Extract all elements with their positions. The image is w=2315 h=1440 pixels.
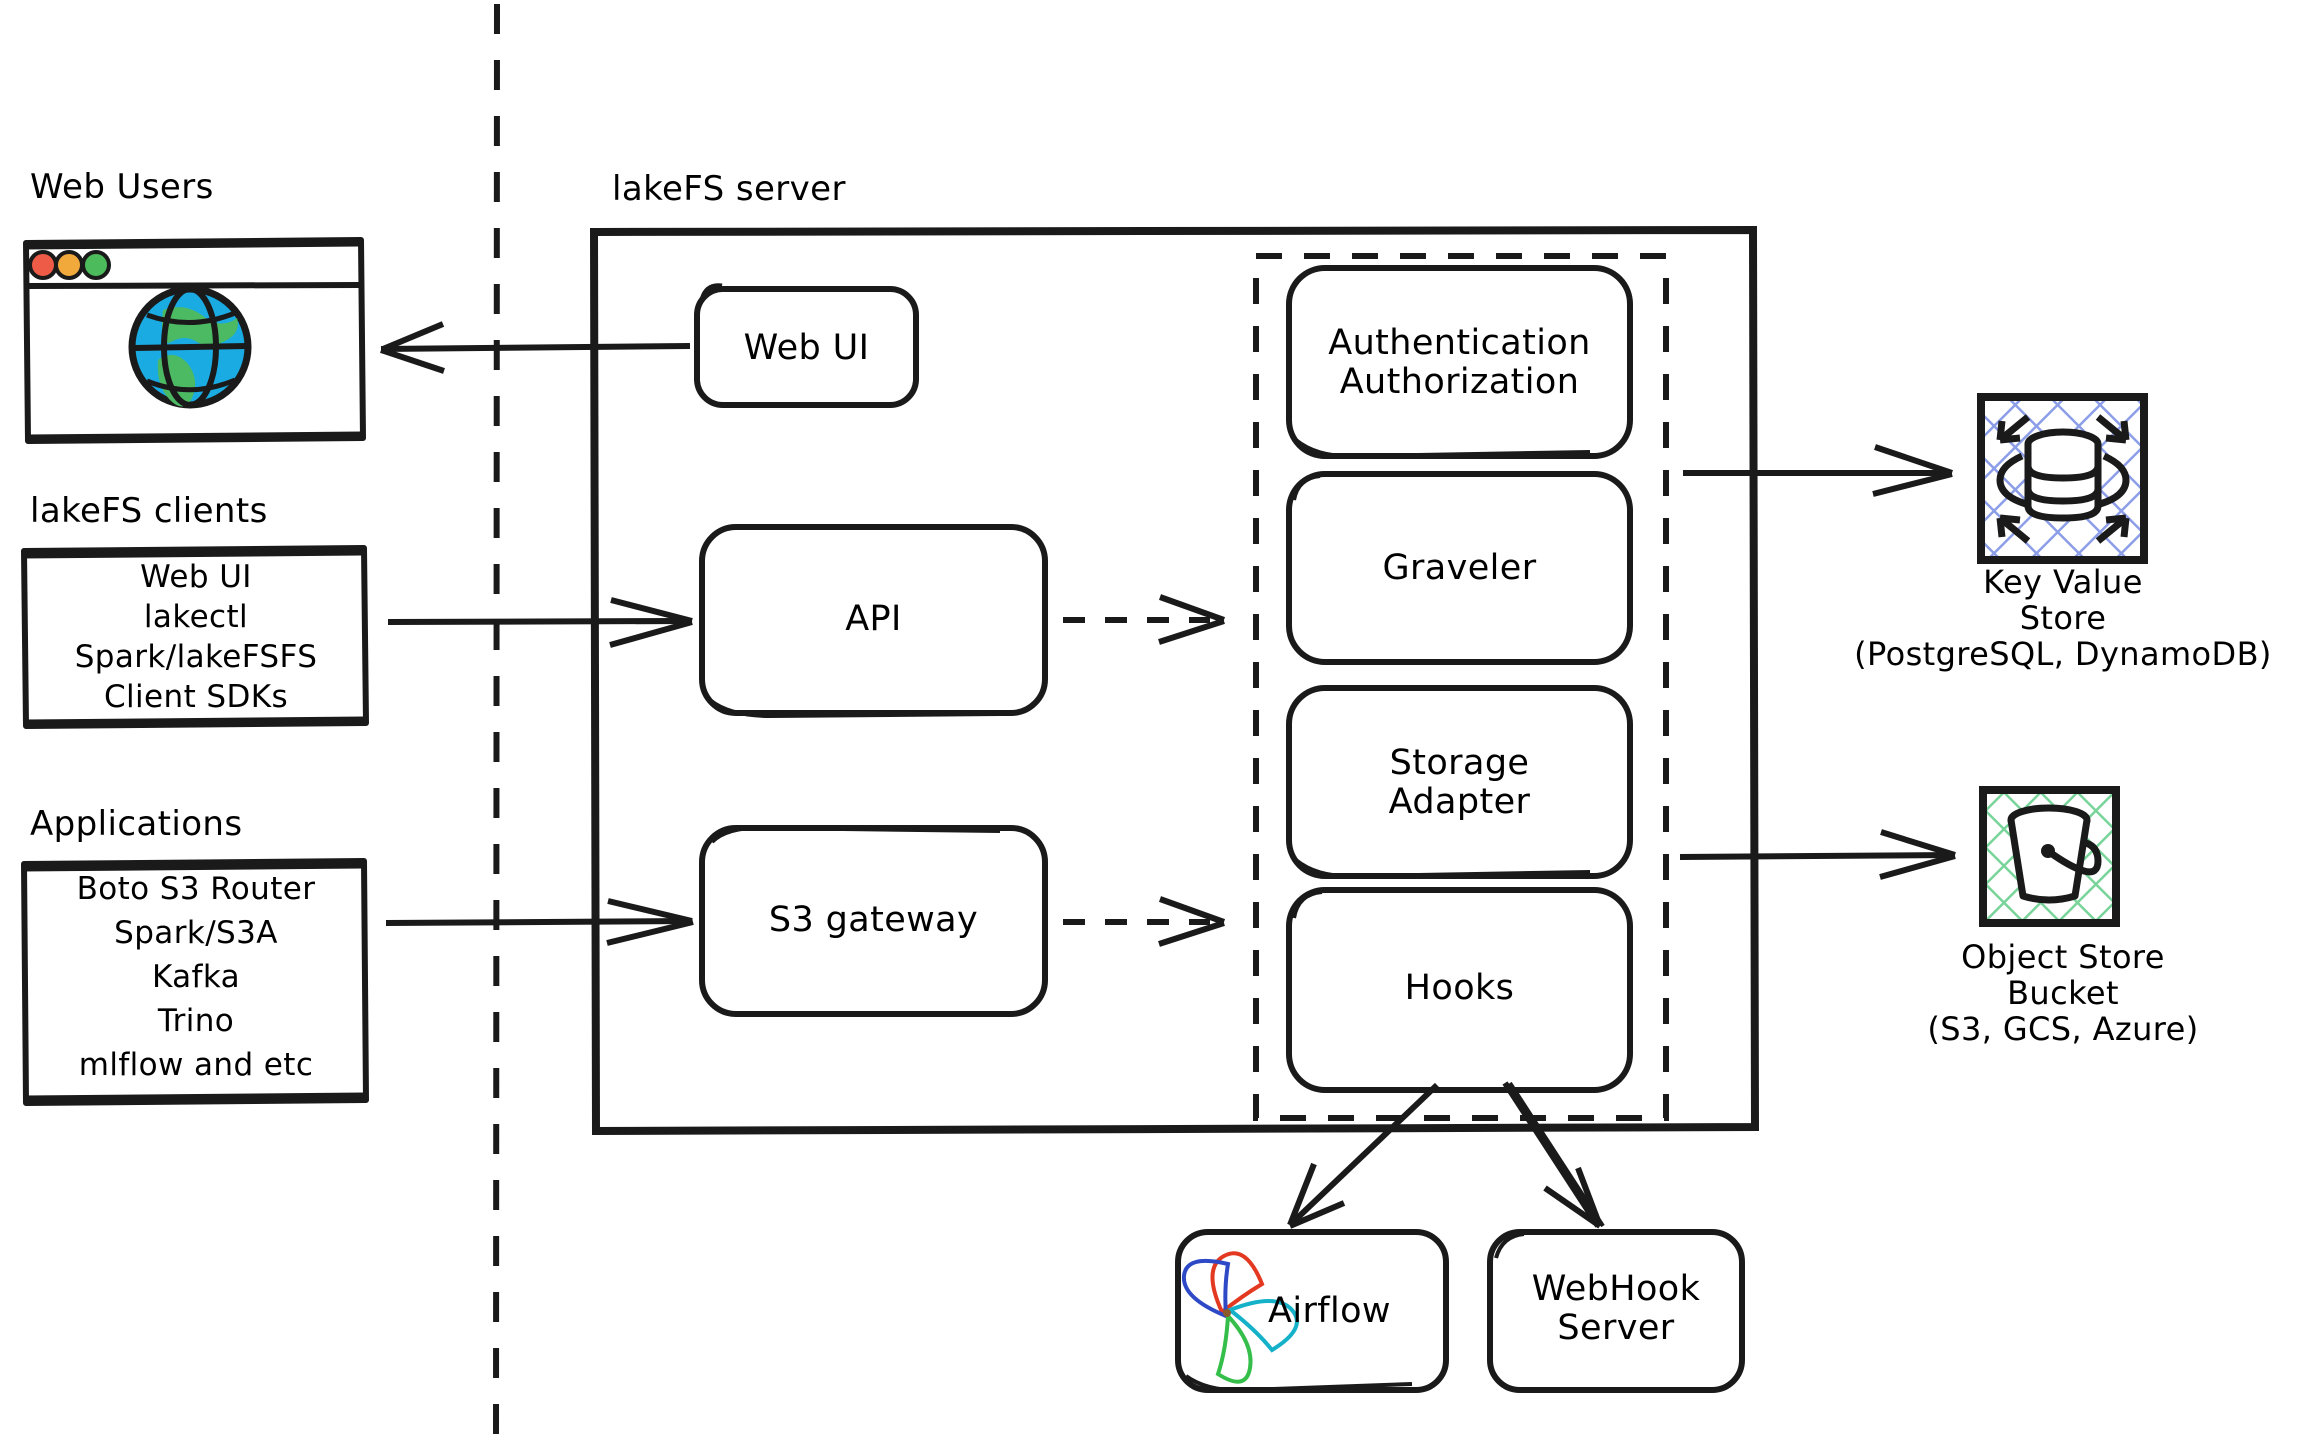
arrow-core-to-key-value-store [1683, 444, 1953, 497]
s3-gateway-node [699, 825, 1048, 1017]
arrow-s3gateway-to-core-dashed [1063, 896, 1226, 947]
webhook-server-node [1487, 1229, 1745, 1393]
graveler-node [1286, 471, 1633, 665]
storage-adapter-node [1286, 685, 1633, 879]
arrow-core-to-object-store [1679, 829, 1956, 880]
authentication-authorization-node [1286, 265, 1633, 459]
applications-box [21, 858, 369, 1106]
applications-item-2: Kafka [151, 959, 241, 995]
applications-heading: Applications [30, 804, 243, 844]
lakefs-clients-item-1: lakectl [143, 599, 249, 635]
browser-window-icon [23, 237, 366, 444]
lakefs-clients-box [21, 545, 369, 729]
api-node [699, 524, 1048, 719]
graveler-label: Graveler [1382, 548, 1537, 588]
arrow-api-to-core-dashed [1063, 594, 1226, 645]
api-node-label: API [845, 599, 902, 639]
arrow-webui-to-webusers [380, 321, 691, 374]
core-modules-group [1253, 253, 1669, 1121]
hooks-node [1286, 887, 1633, 1093]
web-ui-node-label: Web UI [743, 328, 870, 368]
arrow-hooks-to-airflow [1287, 1082, 1440, 1229]
s3-gateway-node-label: S3 gateway [768, 900, 979, 940]
key-value-store-caption: Key Value Store (PostgreSQL, DynamoDB) [1854, 563, 2272, 673]
key-value-store-icon [1977, 393, 2148, 564]
lakefs-server-box [589, 225, 1760, 1136]
authentication-authorization-label: Authentication Authorization [1328, 323, 1591, 403]
arrow-applications-to-s3gateway [385, 898, 694, 946]
lakefs-clients-item-2: Spark/lakeFSFS [74, 639, 318, 675]
arrow-hooks-to-webhook-server [1502, 1081, 1605, 1229]
lakefs-clients-item-0: Web UI [140, 559, 252, 595]
applications-item-0: Boto S3 Router [76, 871, 316, 907]
object-store-bucket-icon [1979, 786, 2120, 927]
applications-item-1: Spark/S3A [114, 915, 278, 951]
lakefs-server-heading: lakeFS server [612, 169, 846, 209]
globe-icon [128, 283, 252, 409]
applications-item-3: Trino [157, 1003, 235, 1039]
hooks-label: Hooks [1404, 968, 1515, 1008]
boundary-divider [493, 3, 500, 1439]
arrow-clients-to-api [387, 597, 693, 648]
airflow-pinwheel-icon [1181, 1251, 1299, 1384]
airflow-label: Airflow [1268, 1291, 1391, 1331]
storage-adapter-label: Storage Adapter [1388, 743, 1531, 823]
web-users-heading: Web Users [30, 167, 214, 207]
web-ui-node [694, 283, 919, 408]
airflow-node [1175, 1229, 1449, 1393]
lakefs-clients-item-3: Client SDKs [103, 679, 289, 715]
lakefs-clients-heading: lakeFS clients [30, 491, 268, 531]
object-store-caption: Object Store Bucket (S3, GCS, Azure) [1927, 938, 2199, 1048]
applications-item-4: mlflow and etc [78, 1047, 314, 1083]
webhook-server-label: WebHook Server [1531, 1269, 1701, 1349]
